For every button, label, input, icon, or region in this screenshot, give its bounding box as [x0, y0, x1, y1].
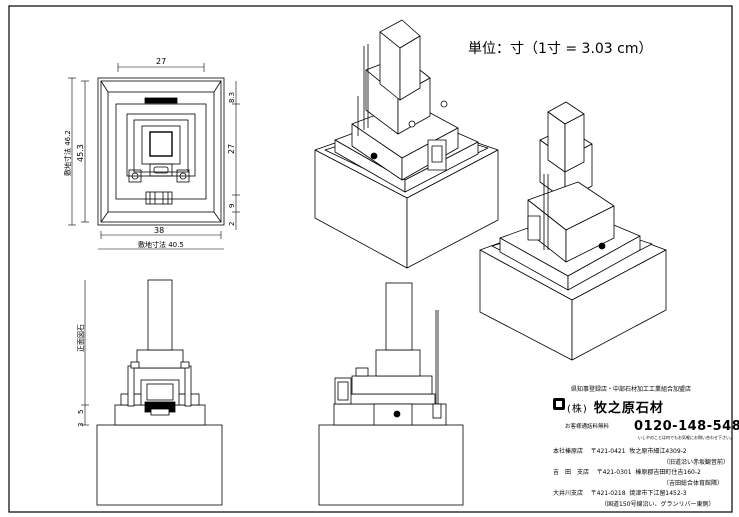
front-dimension-lines — [81, 280, 89, 426]
company-logo-mark — [553, 398, 565, 410]
company-certification: 県知事登録店・中部石材加工工業組合加盟店 — [571, 386, 692, 393]
front-dim-2: 5 — [77, 410, 85, 414]
company-name-row: (株) 牧之原石材 — [567, 397, 664, 416]
plan-dim-right-2: 27 — [227, 144, 236, 154]
company-phone: 0120-148-548 — [634, 419, 739, 434]
branch-note-1: （吉田総合体育館隣） — [663, 480, 724, 487]
free-call-label: お客様通話料無料 — [565, 424, 610, 430]
branch-name: 本社榛原店 — [553, 448, 584, 455]
plan-dimension-lines — [68, 63, 240, 250]
branch-row-0: 本社榛原店 〒421-0421 牧之原市細江4309-2 — [553, 446, 687, 455]
branch-note-2: （国道150号線沿い、グランリバー東側） — [601, 501, 715, 508]
unit-note: 単位：寸（1寸 = 3.03 cm） — [468, 41, 653, 57]
front-label-vertical: 正面図石 — [77, 324, 85, 352]
branch-name: 大井川支店 — [553, 490, 584, 497]
sheet-frame — [8, 5, 733, 513]
front-view — [96, 279, 223, 506]
plan-dim-right-4: 2 — [228, 222, 236, 226]
plan-dim-bottom-inner: 38 — [154, 226, 164, 235]
side-view — [318, 282, 464, 506]
branch-row-1: 吉 田 支店 〒421-0301 榛原郡吉田町住吉160-2 — [553, 467, 701, 476]
branch-zip: 〒421-0301 — [596, 469, 632, 476]
plan-dim-left-outer: 敷地寸法 46.2 — [63, 130, 72, 176]
plan-dim-right-1: 8.3 — [228, 92, 236, 103]
plan-view — [97, 77, 225, 226]
plan-dim-top: 27 — [156, 57, 166, 66]
branch-zip: 〒421-0421 — [590, 448, 626, 455]
branch-address: 牧之原市細江4309-2 — [629, 448, 687, 455]
isometric-view-large — [314, 19, 499, 269]
company-type: (株) — [567, 404, 588, 415]
branch-address: 焼津市下江留1452-3 — [629, 490, 687, 497]
plan-dim-bottom-outer: 敷地寸法 40.5 — [138, 240, 184, 249]
front-dim-1: 3 — [77, 423, 85, 427]
branch-name: 吉 田 支店 — [553, 469, 590, 476]
branch-row-2: 大井川支店 〒421-0218 焼津市下江留1452-3 — [553, 488, 687, 497]
plan-dim-right-3: 9 — [228, 204, 236, 208]
phone-note: いしやのことは何でもお気軽にお問い合わせ下さい。 — [638, 435, 734, 440]
company-name: 牧之原石材 — [593, 401, 664, 416]
branch-note-0: （旧道沿い赤坂観音前） — [663, 459, 730, 466]
isometric-view-small — [479, 101, 667, 361]
plan-dim-left-inner: 45.3 — [76, 144, 85, 162]
branch-address: 榛原郡吉田町住吉160-2 — [635, 469, 701, 476]
branch-zip: 〒421-0218 — [590, 490, 626, 497]
